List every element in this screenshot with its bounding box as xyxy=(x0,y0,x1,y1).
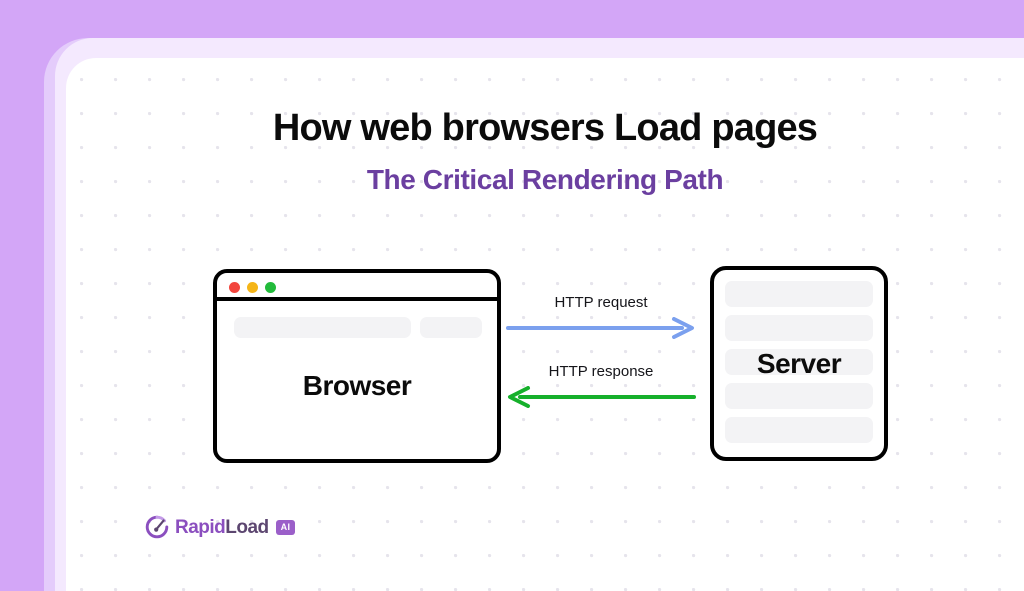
browser-body: Browser xyxy=(217,301,497,459)
http-request-arrow-icon xyxy=(506,317,694,339)
traffic-light-minimize-icon xyxy=(247,282,258,293)
browser-skeleton-bar-wide xyxy=(234,317,411,338)
http-response-arrow-group: HTTP response xyxy=(506,363,696,408)
speedometer-gauge-icon xyxy=(145,515,169,539)
server-bar xyxy=(725,383,873,409)
logo-ai-badge: AI xyxy=(275,519,296,535)
server-bar xyxy=(725,417,873,443)
logo-word-secondary: Load xyxy=(225,516,269,538)
server-bar xyxy=(725,315,873,341)
server-bar xyxy=(725,349,873,375)
logo-word-primary: Rapid xyxy=(175,516,226,538)
logo-wordmark: RapidLoad xyxy=(175,518,269,537)
http-request-label: HTTP request xyxy=(554,294,648,311)
browser-skeleton-bar-narrow xyxy=(420,317,482,338)
dotted-canvas: How web browsers Load pages The Critical… xyxy=(66,58,1024,591)
http-response-arrow-icon xyxy=(508,386,696,408)
server-box: Server xyxy=(710,266,888,461)
page-subtitle: The Critical Rendering Path xyxy=(366,164,724,195)
traffic-light-maximize-icon xyxy=(265,282,276,293)
server-bar xyxy=(725,281,873,307)
browser-label: Browser xyxy=(302,370,412,401)
rapidload-logo: RapidLoad AI xyxy=(144,514,296,540)
page-title: How web browsers Load pages xyxy=(272,107,818,149)
http-request-arrow-group: HTTP request xyxy=(506,294,696,339)
browser-titlebar xyxy=(217,273,497,301)
http-response-label: HTTP response xyxy=(548,363,654,380)
traffic-light-close-icon xyxy=(229,282,240,293)
browser-window: Browser xyxy=(213,269,501,463)
